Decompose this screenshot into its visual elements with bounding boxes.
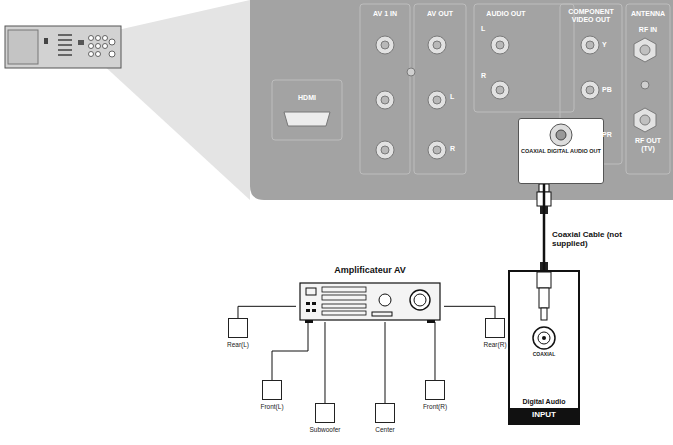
- panel-label: AV 1 IN: [362, 10, 408, 18]
- panel-label: PB: [602, 86, 618, 94]
- speaker: Rear(R): [483, 318, 506, 348]
- antenna-jacks: [634, 38, 656, 132]
- speaker-box: [485, 318, 505, 338]
- speaker-box: [375, 403, 395, 423]
- panel-label: R: [481, 72, 491, 80]
- speaker: Front(L): [260, 380, 283, 410]
- coaxial-output-jack: COAXIAL DIGITAL AUDIO OUT: [518, 118, 604, 184]
- jack-label: COAXIAL: [529, 352, 559, 358]
- panel-label: AUDIO OUT: [476, 10, 536, 18]
- amplifier-input-panel: Digital AudioINPUT: [508, 270, 580, 425]
- rca-jacks: [376, 36, 599, 159]
- jack-symbol: [548, 122, 574, 148]
- speaker-label: Front(L): [260, 403, 283, 410]
- av-amplifier: Amplificateur AV: [296, 266, 444, 322]
- speaker-wire: [444, 306, 495, 318]
- panel-label: HDMI: [282, 94, 332, 102]
- speaker-label: Subwoofer: [309, 426, 340, 433]
- amplifier: [300, 283, 440, 323]
- speaker-label: Rear(L): [227, 341, 249, 348]
- rear-panel: [250, 0, 673, 200]
- coaxial-cable: [543, 184, 546, 270]
- cable-label: Coaxial Cable (not supplied): [552, 231, 632, 249]
- speaker-label: Rear(R): [483, 341, 506, 348]
- speaker: Center: [375, 403, 395, 433]
- panel-label: Y: [602, 41, 618, 49]
- zoom-wedge: [100, 0, 250, 200]
- panel-label: RF OUT (TV): [628, 137, 668, 152]
- speaker-wire: [385, 322, 386, 403]
- jack-label: INPUT: [510, 408, 578, 423]
- panel-label: R: [450, 145, 460, 153]
- recorder: [5, 26, 121, 68]
- panel-label: COMPONENT VIDEO OUT: [563, 8, 619, 23]
- speaker-label: Front(R): [423, 403, 447, 410]
- speaker: Front(R): [423, 380, 447, 410]
- device-title: Amplificateur AV: [296, 266, 444, 276]
- speaker-box: [425, 380, 445, 400]
- speaker-box: [315, 403, 335, 423]
- speaker-wire: [324, 322, 325, 403]
- cable-plug: [537, 184, 551, 270]
- panel-label: PR: [602, 131, 618, 139]
- speaker-label: Center: [375, 426, 395, 433]
- jack-label: COAXIAL DIGITAL AUDIO OUT: [521, 148, 601, 154]
- speaker-box: [228, 318, 248, 338]
- panel-label: ANTENNA: [628, 10, 668, 18]
- speaker-wire: [238, 306, 296, 318]
- speaker-wire: [272, 322, 308, 380]
- speaker: Subwoofer: [309, 403, 340, 433]
- jack-label: Digital Audio: [510, 396, 578, 409]
- panel-label: L: [450, 93, 460, 101]
- speaker-wire: [434, 322, 435, 380]
- speaker-box: [262, 380, 282, 400]
- hdmi-port: [284, 112, 330, 126]
- input-jack: [533, 272, 555, 349]
- panel-label: RF IN: [628, 26, 668, 34]
- panel-label: AV OUT: [416, 10, 464, 18]
- speaker: Rear(L): [227, 318, 249, 348]
- panel-label: L: [481, 25, 491, 33]
